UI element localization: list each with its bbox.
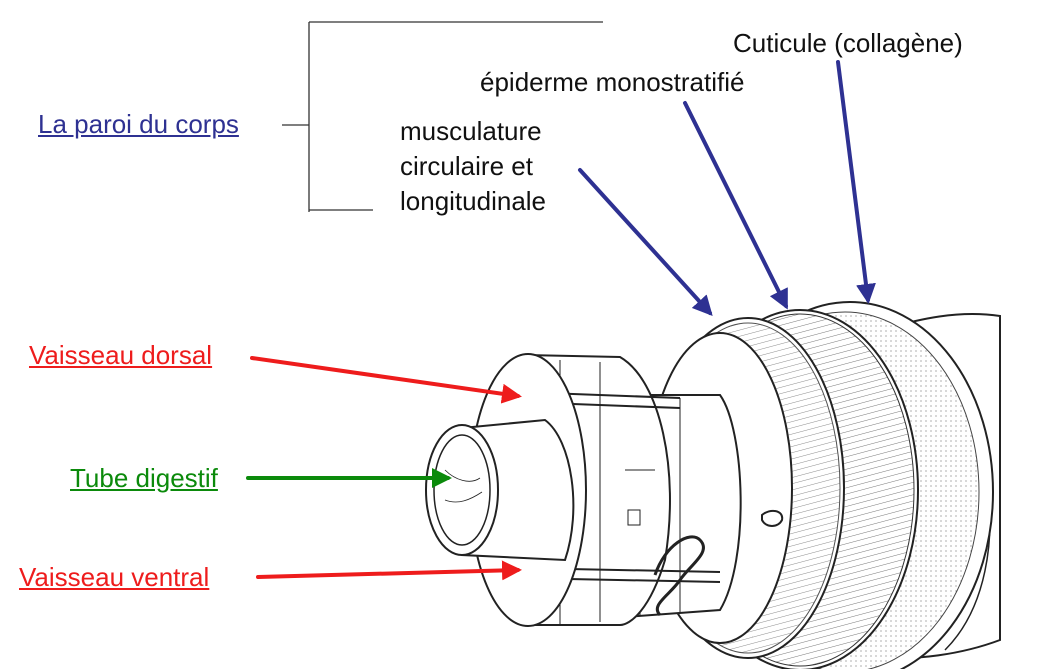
arrows (246, 60, 876, 581)
label-muscle: musculature circulaire et longitudinale (400, 114, 546, 219)
body-wall-bracket (282, 21, 603, 212)
label-cuticle: Cuticule (collagène) (733, 28, 963, 58)
worm-illustration (425, 301, 1001, 669)
arrow-epidermis (683, 101, 788, 310)
arrow-ventral-vessel (256, 560, 522, 581)
label-ventral-vessel[interactable]: Vaisseau ventral (19, 562, 210, 592)
nephridium (653, 535, 705, 617)
label-muscle-line1: musculature (400, 116, 542, 146)
arrow-dorsal-vessel (250, 356, 522, 404)
label-dorsal-vessel[interactable]: Vaisseau dorsal (29, 340, 213, 370)
label-muscle-line3: longitudinale (400, 186, 547, 216)
label-body-wall[interactable]: La paroi du corps (38, 109, 239, 139)
arrow-cuticle (836, 60, 876, 304)
label-gut[interactable]: Tube digestif (70, 463, 218, 493)
label-muscle-line2: circulaire et (400, 151, 533, 181)
arrow-muscle (578, 168, 713, 316)
label-epidermis: épiderme monostratifié (480, 67, 745, 97)
